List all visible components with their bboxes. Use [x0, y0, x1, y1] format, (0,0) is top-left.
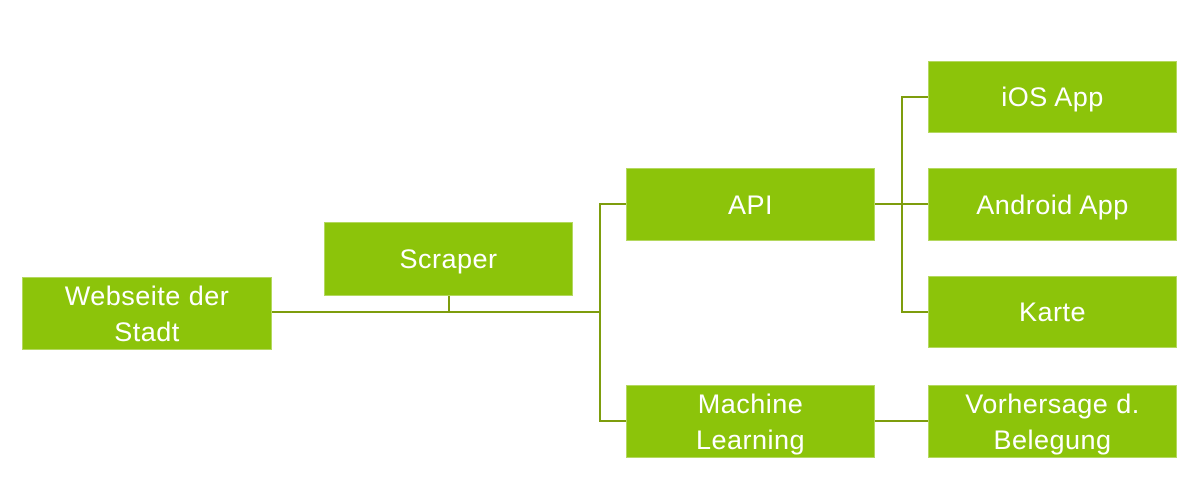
connector-trunk-to-api	[599, 203, 626, 205]
connector-ml-to-vorhersage	[875, 420, 928, 422]
connector-trunk-to-ml	[599, 420, 626, 422]
node-scraper: Scraper	[324, 222, 573, 296]
node-android-app: Android App	[928, 168, 1177, 241]
connector-webseite-to-trunk	[272, 311, 601, 313]
node-machine-learning: Machine Learning	[626, 385, 875, 458]
connector-trunk-to-ios	[901, 96, 928, 98]
connector-trunk-to-android	[901, 203, 928, 205]
connector-scraper-stub	[448, 296, 450, 313]
node-vorhersage-d-belegung: Vorhersage d. Belegung	[928, 385, 1177, 458]
connector-trunk-api-ml	[599, 203, 601, 422]
node-karte: Karte	[928, 276, 1177, 348]
node-ios-app: iOS App	[928, 61, 1177, 133]
connector-api-out	[875, 203, 903, 205]
node-webseite-der-stadt: Webseite der Stadt	[22, 277, 272, 350]
node-api: API	[626, 168, 875, 241]
connector-trunk-to-karte	[901, 311, 928, 313]
